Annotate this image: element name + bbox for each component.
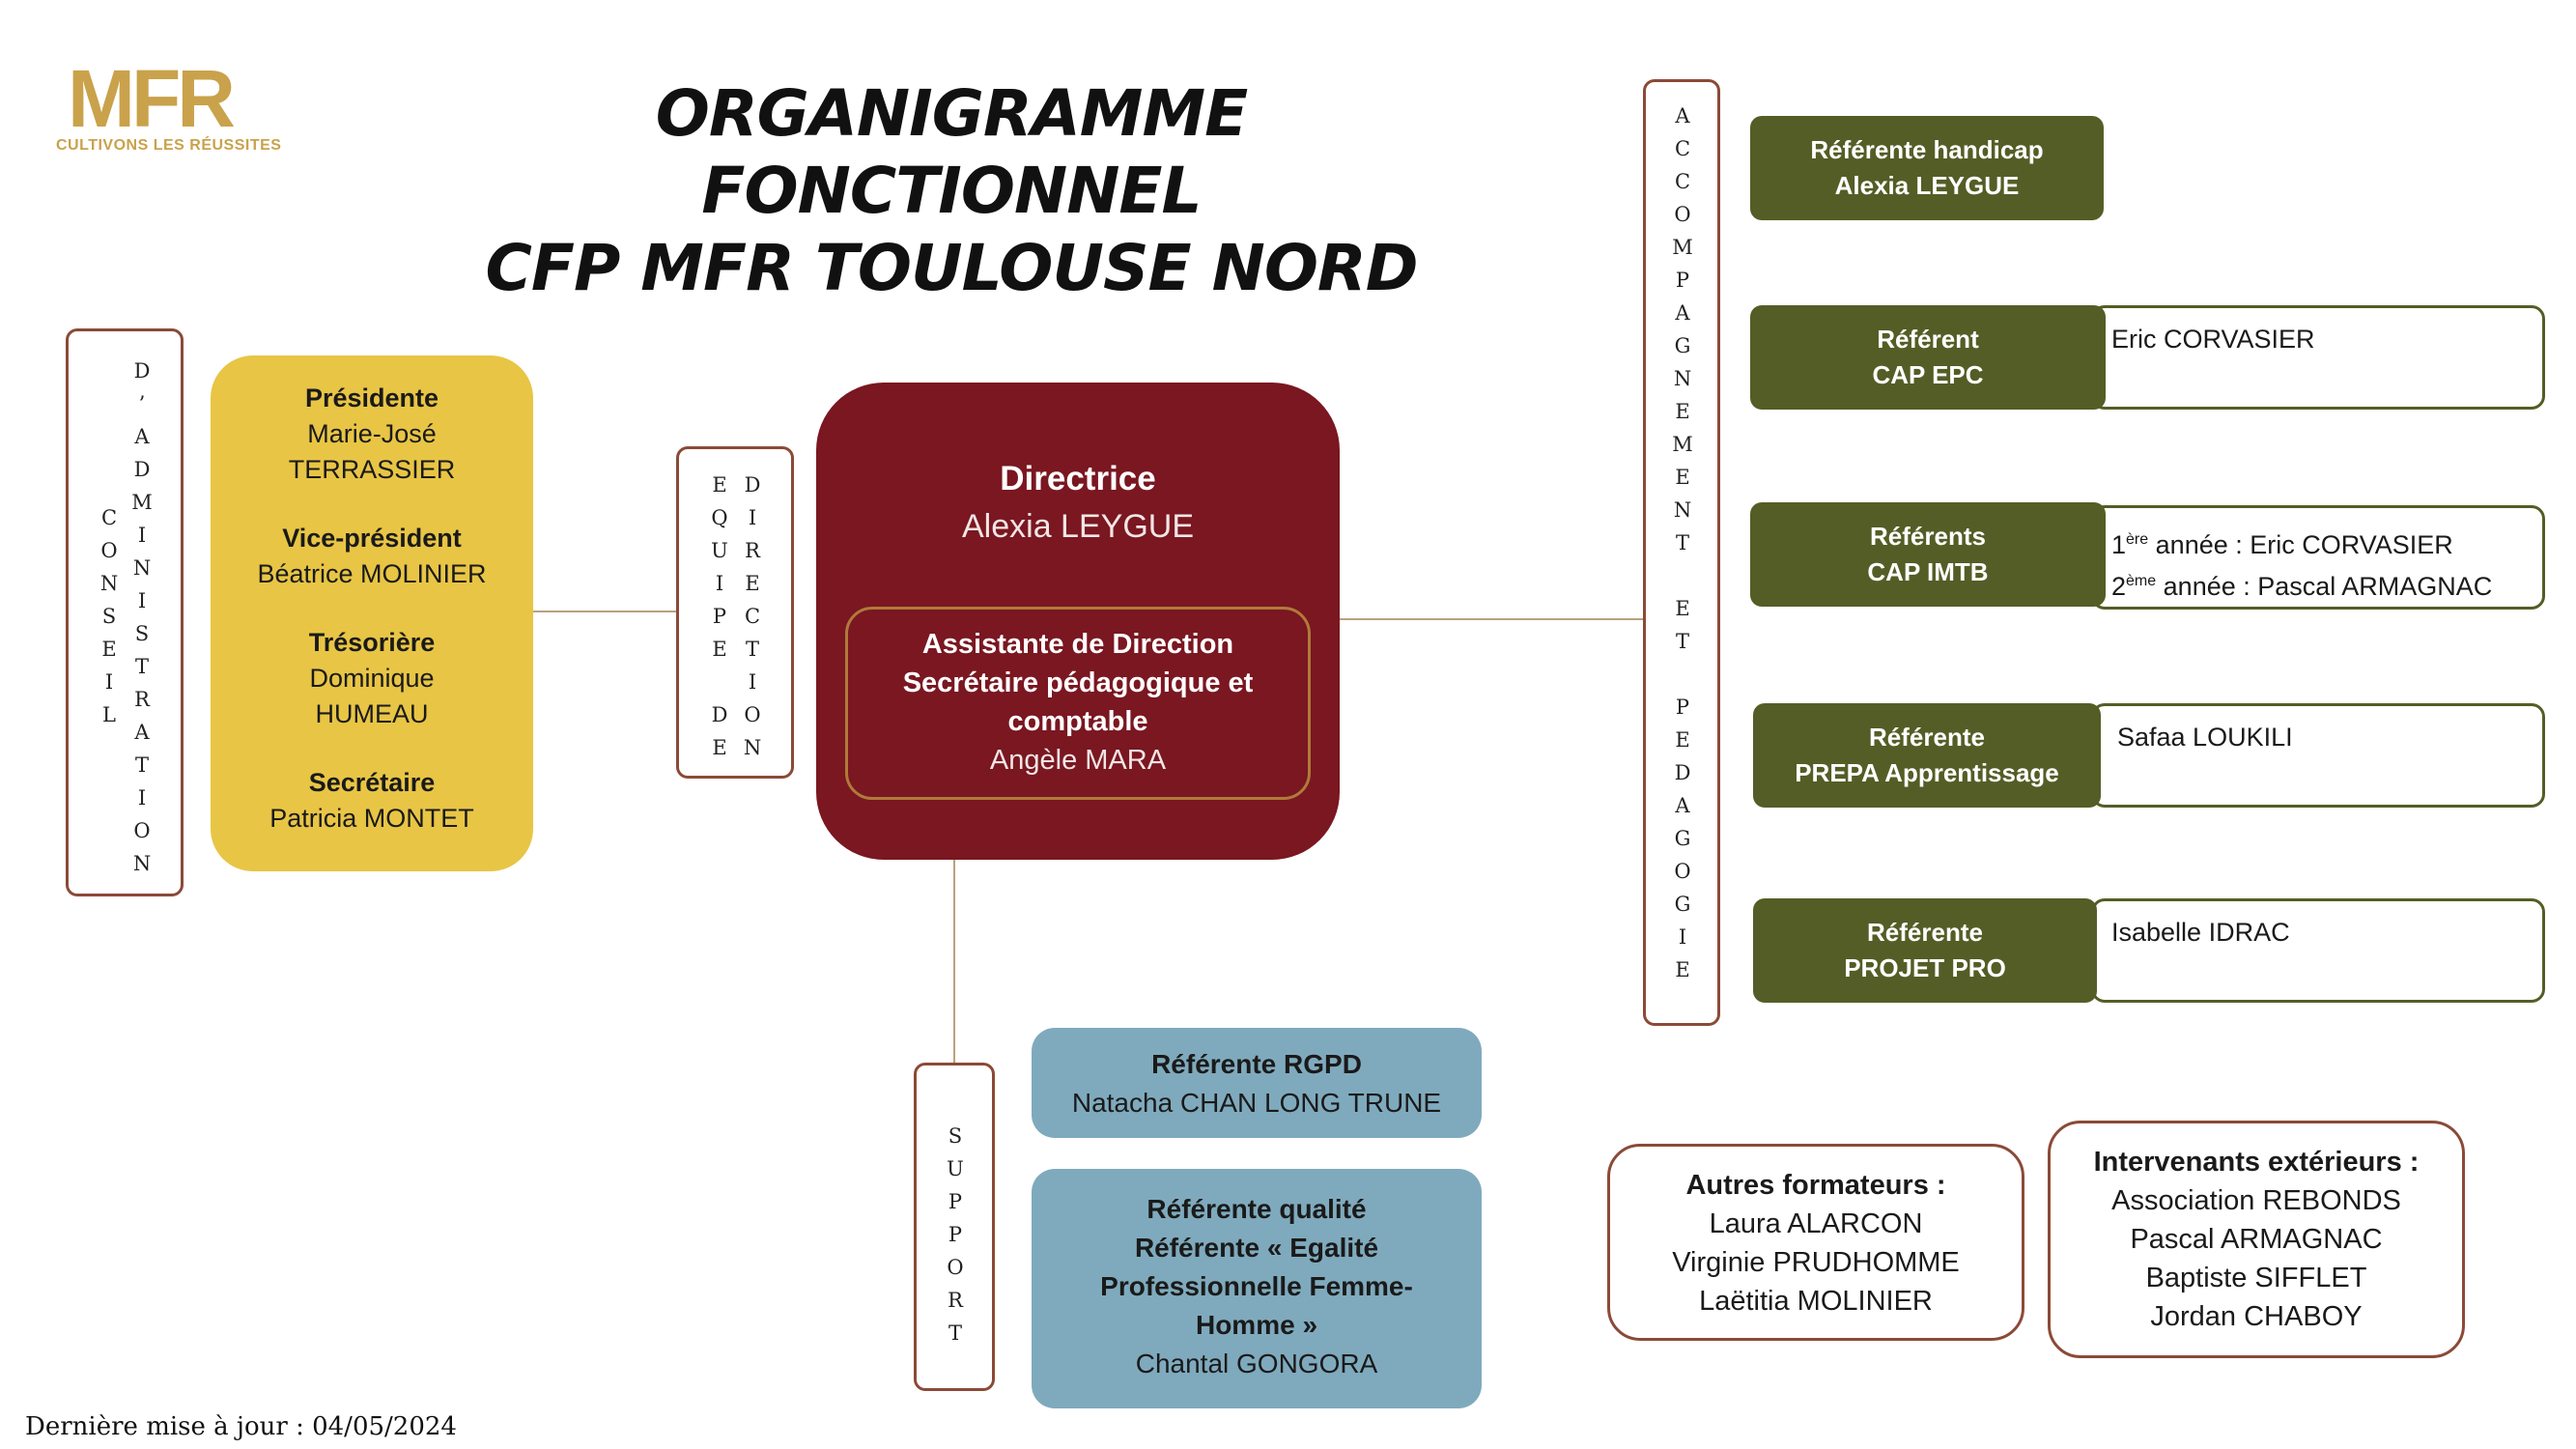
- assistant-box: Assistante de Direction Secrétaire pédag…: [845, 607, 1311, 800]
- intervenant-3: Baptiste SIFFLET: [2145, 1263, 2367, 1293]
- referent-imtb-value-2: 2ème année : Pascal ARMAGNAC: [2111, 572, 2493, 601]
- referent-epc-value: Eric CORVASIER: [2111, 325, 2315, 354]
- intervenant-2: Pascal ARMAGNAC: [2130, 1224, 2383, 1255]
- referent-epc-program: CAP EPC: [1872, 360, 1984, 389]
- referent-imtb-program: CAP IMTB: [1867, 557, 1989, 586]
- referent-handicap-name: Alexia LEYGUE: [1834, 171, 2020, 200]
- autres-formateur-3: Laëtitia MOLINIER: [1699, 1286, 1933, 1317]
- assistant-name: Angèle MARA: [989, 745, 1167, 776]
- qualite-role-2: Référente « Egalité: [1134, 1233, 1379, 1263]
- referent-epc-role: Référent: [1877, 325, 1979, 354]
- referente-qualite-box: Référente qualité Référente « Egalité Pr…: [1032, 1169, 1482, 1408]
- referent-projet-box: Référente PROJET PRO: [1753, 898, 2097, 1003]
- presidente-name-2: TERRASSIER: [288, 455, 456, 484]
- secretaire-role: Secrétaire: [308, 768, 436, 797]
- logo-tagline: CULTIVONS LES RÉUSSITES: [56, 137, 282, 154]
- referent-projet-value-box: Isabelle IDRAC: [2091, 898, 2545, 1003]
- referent-prepa-program: PREPA Apprentissage: [1795, 758, 2059, 787]
- rgpd-role: Référente RGPD: [1151, 1049, 1362, 1079]
- referent-projet-program: PROJET PRO: [1844, 953, 2006, 982]
- assistant-role-3: comptable: [1007, 706, 1148, 737]
- referent-imtb-value-1: 1ère année : Eric CORVASIER: [2111, 530, 2453, 559]
- intervenant-4: Jordan CHABOY: [2150, 1301, 2363, 1332]
- autres-formateurs-title: Autres formateurs :: [1685, 1170, 1946, 1201]
- referent-prepa-value: Safaa LOUKILI: [2117, 723, 2293, 752]
- autres-formateur-2: Virginie PRUDHOMME: [1672, 1247, 1960, 1278]
- tresoriere-name-1: Dominique: [309, 664, 435, 693]
- referent-prepa-role: Référente: [1869, 723, 1985, 752]
- qualite-role-4: Homme »: [1195, 1310, 1318, 1340]
- qualite-role-3: Professionnelle Femme-: [1100, 1271, 1413, 1301]
- tresoriere-role: Trésorière: [308, 628, 436, 657]
- secretaire-name: Patricia MONTET: [269, 804, 474, 833]
- mfr-logo: MFR CULTIVONS LES RÉUSSITES: [56, 58, 307, 164]
- page-title: ORGANIGRAMME FONCTIONNEL CFP MFR TOULOUS…: [444, 75, 1458, 307]
- referent-prepa-value-box: Safaa LOUKILI: [2091, 703, 2545, 808]
- qualite-name: Chantal GONGORA: [1135, 1349, 1378, 1378]
- director-role: Directrice: [1000, 460, 1156, 497]
- referent-prepa-box: Référente PREPA Apprentissage: [1753, 703, 2101, 808]
- referent-projet-value: Isabelle IDRAC: [2111, 918, 2290, 947]
- tresoriere-name-2: HUMEAU: [315, 699, 429, 728]
- title-line-1: ORGANIGRAMME FONCTIONNEL: [655, 76, 1249, 228]
- referent-projet-role: Référente: [1867, 918, 1983, 947]
- last-updated: Dernière mise à jour : 04/05/2024: [25, 1412, 457, 1441]
- vice-president-role: Vice-président: [282, 524, 462, 553]
- rgpd-name: Natacha CHAN LONG TRUNE: [1071, 1088, 1442, 1118]
- connector-director-accompagnement: [1340, 618, 1643, 620]
- referent-epc-value-box: Eric CORVASIER: [2091, 305, 2545, 410]
- vice-president-name: Béatrice MOLINIER: [257, 559, 487, 588]
- autres-formateurs-box: Autres formateurs : Laura ALARCON Virgin…: [1607, 1144, 2024, 1341]
- connector-board-equipe: [533, 611, 676, 612]
- director-box: Directrice Alexia LEYGUE Assistante de D…: [816, 383, 1340, 860]
- director-name: Alexia LEYGUE: [962, 508, 1194, 545]
- intervenants-title: Intervenants extérieurs :: [2093, 1147, 2420, 1178]
- assistant-role-2: Secrétaire pédagogique et: [902, 668, 1254, 698]
- presidente-role: Présidente: [304, 384, 439, 412]
- referent-handicap-role: Référente handicap: [1810, 135, 2044, 164]
- title-line-2: CFP MFR TOULOUSE NORD: [485, 231, 1418, 305]
- qualite-role-1: Référente qualité: [1146, 1194, 1367, 1224]
- connector-director-support: [953, 860, 955, 1063]
- autres-formateur-1: Laura ALARCON: [1709, 1208, 1923, 1239]
- intervenant-1: Association REBONDS: [2111, 1185, 2401, 1216]
- presidente-name-1: Marie-José: [307, 419, 437, 448]
- assistant-role-1: Assistante de Direction: [921, 629, 1234, 660]
- logo-text: MFR: [68, 53, 236, 144]
- referent-imtb-value-box: 1ère année : Eric CORVASIER 2ème année :…: [2091, 505, 2545, 610]
- referente-rgpd-box: Référente RGPD Natacha CHAN LONG TRUNE: [1032, 1028, 1482, 1138]
- intervenants-exterieurs-box: Intervenants extérieurs : Association RE…: [2048, 1121, 2465, 1358]
- referent-handicap-box: Référente handicap Alexia LEYGUE: [1750, 116, 2104, 220]
- referent-imtb-role: Référents: [1870, 522, 1986, 551]
- referent-imtb-box: Référents CAP IMTB: [1750, 502, 2106, 607]
- referent-epc-box: Référent CAP EPC: [1750, 305, 2106, 410]
- board-members-box: Présidente Marie-José TERRASSIER Vice-pr…: [211, 355, 533, 871]
